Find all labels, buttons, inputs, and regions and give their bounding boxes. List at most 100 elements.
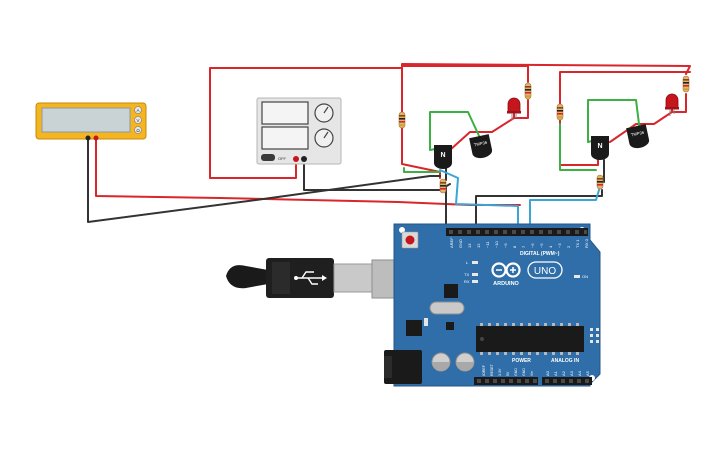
temperature-sensor-left[interactable]: TMP36 bbox=[469, 134, 493, 160]
wire-red-led-to-sensor-right[interactable] bbox=[609, 111, 673, 143]
tx-led-label: TX bbox=[464, 272, 469, 277]
power-supply-current-display bbox=[261, 126, 309, 150]
temperature-sensor-right[interactable]: TMP36 bbox=[626, 124, 650, 150]
usb-cable[interactable] bbox=[226, 258, 407, 299]
transistor-left[interactable]: N bbox=[434, 145, 452, 169]
voltage-knob-indicator bbox=[323, 106, 329, 114]
arduino-uno[interactable]: AREF GND 13 12 ~11 ~10 ~9 8 7 ~6 ~5 4 ~3… bbox=[384, 223, 601, 387]
pin-label-a4: A4 bbox=[577, 370, 582, 376]
arduino-brand-label: ARDUINO bbox=[493, 281, 519, 287]
pin-label-rx0: RX 0 bbox=[584, 238, 589, 248]
pin-label-tx1: TX 1 bbox=[575, 239, 580, 248]
wire-green-right-2[interactable] bbox=[559, 123, 597, 171]
power-supply-off-label: OFF bbox=[278, 156, 287, 161]
wire-red-top-rail-2[interactable] bbox=[401, 65, 529, 83]
resistor-left[interactable] bbox=[398, 111, 406, 129]
led-left[interactable] bbox=[507, 97, 521, 120]
wire-black-gnd-right[interactable] bbox=[475, 189, 603, 233]
transistor-right-label: N bbox=[597, 143, 602, 150]
transistor-left-label: N bbox=[440, 152, 445, 159]
led-right[interactable] bbox=[665, 93, 679, 116]
pin-label-a0: A0 bbox=[545, 370, 550, 376]
wire-red-led-to-sensor-left[interactable] bbox=[449, 117, 515, 151]
pin-label-4: 4 bbox=[548, 245, 553, 248]
pin-label-a2: A2 bbox=[561, 370, 566, 376]
atmega-microcontroller bbox=[476, 326, 584, 352]
on-led-label: ON bbox=[582, 274, 588, 279]
pin-label-5v: 5V bbox=[506, 371, 510, 376]
multimeter-button-a[interactable] bbox=[134, 106, 142, 114]
rx-led-label: RX bbox=[464, 279, 470, 284]
wire-black-multimeter[interactable] bbox=[87, 137, 441, 223]
multimeter-probe-black[interactable] bbox=[85, 135, 91, 141]
power-supply-positive-terminal[interactable] bbox=[293, 156, 299, 162]
resistor-right[interactable] bbox=[556, 103, 564, 121]
analog-header bbox=[542, 377, 592, 385]
wire-blue-right[interactable] bbox=[529, 179, 603, 233]
multimeter-button-ohm-label: Ω bbox=[136, 128, 140, 133]
digital-pin-labels: AREF GND 13 12 ~11 ~10 ~9 8 7 ~6 ~5 4 ~3… bbox=[449, 237, 589, 248]
resistor-left-led[interactable] bbox=[524, 82, 532, 100]
icsp-header bbox=[590, 328, 599, 343]
microcontroller-pins bbox=[480, 323, 579, 355]
dc-power-jack bbox=[384, 350, 422, 384]
l-led-label: L bbox=[466, 260, 469, 265]
pin-label-6: ~6 bbox=[530, 243, 535, 248]
wire-blue-left[interactable] bbox=[439, 169, 519, 233]
analog-pin-labels: A0 A1 A2 A3 A4 A5 bbox=[545, 370, 590, 376]
pin-label-aref: AREF bbox=[449, 237, 454, 248]
resistor-left-base[interactable] bbox=[439, 178, 447, 194]
wire-green-left-2[interactable] bbox=[403, 167, 441, 173]
pin-label-9: ~9 bbox=[503, 243, 508, 248]
wires bbox=[87, 63, 691, 233]
pin-label-13: 13 bbox=[467, 243, 472, 248]
pin-label-11: ~11 bbox=[485, 241, 490, 248]
multimeter-button-v[interactable] bbox=[134, 116, 142, 124]
wire-red-led-right[interactable] bbox=[671, 93, 687, 113]
chip-notch bbox=[480, 337, 484, 341]
pin-label-a1: A1 bbox=[553, 370, 558, 376]
mounting-hole bbox=[399, 227, 405, 233]
uno-badge bbox=[527, 261, 563, 279]
wire-green-right[interactable] bbox=[587, 99, 641, 143]
power-supply-negative-terminal[interactable] bbox=[301, 156, 307, 162]
usb-symbol-icon bbox=[294, 271, 327, 285]
pin-label-12: 12 bbox=[476, 243, 481, 248]
resistor-right-led[interactable] bbox=[682, 75, 690, 93]
dc-jack-front bbox=[384, 356, 392, 378]
usb-plug-grip bbox=[272, 262, 290, 294]
pin-label-reset: RESET bbox=[490, 363, 494, 376]
pin-label-a3: A3 bbox=[569, 370, 574, 376]
pin-label-10: ~10 bbox=[494, 240, 499, 248]
analog-in-label: ANALOG IN bbox=[551, 358, 579, 364]
multimeter-button-a-label: A bbox=[136, 108, 139, 113]
digital-pwm-label: DIGITAL (PWM~) bbox=[520, 251, 560, 257]
power-supply-off-button[interactable] bbox=[261, 154, 275, 161]
l-led-indicator bbox=[472, 261, 478, 264]
multimeter-probe-red[interactable] bbox=[93, 135, 99, 141]
resistor-right-base[interactable] bbox=[596, 174, 604, 190]
power-header bbox=[474, 377, 538, 385]
resistors bbox=[398, 75, 690, 194]
transistor-right[interactable]: N bbox=[591, 136, 609, 160]
wire-red-led-left[interactable] bbox=[513, 99, 529, 119]
voltage-regulator bbox=[406, 320, 422, 336]
multimeter-button-ohm[interactable] bbox=[134, 126, 142, 134]
wire-red-top-rail-3[interactable] bbox=[401, 63, 691, 75]
sensor-left-label: TMP36 bbox=[473, 140, 488, 148]
smd-chip bbox=[446, 322, 454, 330]
pin-label-gnd-1: GND bbox=[514, 368, 518, 376]
multimeter[interactable]: A V Ω bbox=[35, 102, 147, 141]
power-supply[interactable]: OFF bbox=[256, 97, 342, 165]
multimeter-button-v-label: V bbox=[136, 118, 139, 123]
smd-component bbox=[424, 318, 428, 326]
pin-label-7: 7 bbox=[521, 245, 526, 248]
wire-red-right-rail[interactable] bbox=[559, 71, 691, 105]
reset-button-cap bbox=[405, 235, 415, 245]
wire-green-left[interactable] bbox=[429, 111, 481, 151]
power-pin-labels: IOREF RESET 3.3V 5V GND GND Vin bbox=[482, 363, 534, 376]
wire-red-supply-top[interactable] bbox=[209, 67, 403, 179]
bottom-header-pins bbox=[477, 379, 589, 383]
uno-model-label: UNO bbox=[534, 266, 556, 277]
